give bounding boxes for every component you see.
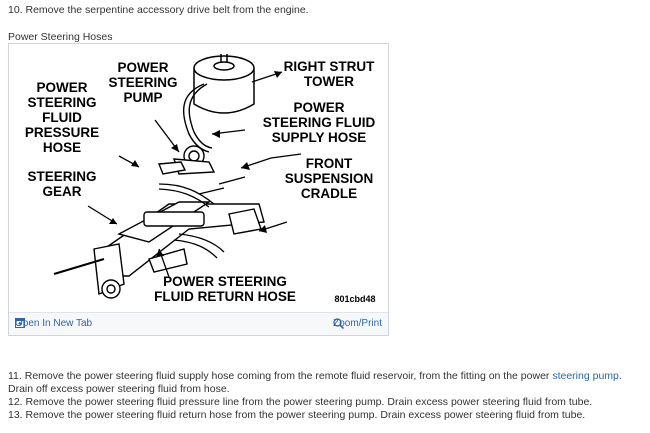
label-front-suspension-cradle: FRONT SUSPENSION CRADLE <box>285 156 374 201</box>
svg-text:SUSPENSION: SUSPENSION <box>285 171 374 186</box>
figure-code: 801cbd48 <box>334 294 375 304</box>
figure-toolbar: Open In New Tab Zoom/Print <box>9 312 388 335</box>
label-pressure-hose: POWER STEERING FLUID PRESSURE HOSE <box>25 80 99 155</box>
magnifier-icon <box>333 318 345 329</box>
pump-drawing <box>158 145 216 175</box>
label-steering-gear: STEERING GEAR <box>27 169 96 199</box>
step-10-text: 10. Remove the serpentine accessory driv… <box>8 4 309 16</box>
open-tab-icon <box>15 318 25 328</box>
label-power-steering-pump: POWER STEERING PUMP <box>108 60 177 105</box>
step-12-text: 12. Remove the power steering fluid pres… <box>8 396 593 408</box>
svg-text:CRADLE: CRADLE <box>301 186 357 201</box>
svg-text:PUMP: PUMP <box>123 90 162 105</box>
step-11-text: 11. Remove the power steering fluid supp… <box>8 370 622 395</box>
steering-gear-drawing <box>53 176 265 299</box>
svg-text:GEAR: GEAR <box>42 184 81 199</box>
power-steering-diagram: POWER STEERING PUMP POWER STEERING FLUID… <box>25 54 376 304</box>
section-title: Power Steering Hoses <box>8 31 113 43</box>
svg-text:FLUID RETURN HOSE: FLUID RETURN HOSE <box>154 289 296 304</box>
svg-text:STEERING: STEERING <box>27 169 96 184</box>
svg-text:POWER STEERING: POWER STEERING <box>163 274 287 289</box>
leader-arrowheads <box>109 71 282 257</box>
svg-text:POWER: POWER <box>117 60 168 75</box>
open-new-tab-button[interactable]: Open In New Tab <box>15 318 92 329</box>
svg-text:FRONT: FRONT <box>306 156 353 171</box>
hose-lines-drawing <box>158 183 225 259</box>
label-supply-hose: POWER STEERING FLUID SUPPLY HOSE <box>263 100 376 145</box>
zoom-print-label: Zoom/Print <box>333 318 382 329</box>
svg-text:STEERING: STEERING <box>27 95 96 110</box>
svg-text:PRESSURE: PRESSURE <box>25 125 99 140</box>
svg-text:SUPPLY HOSE: SUPPLY HOSE <box>272 130 367 145</box>
svg-text:FLUID: FLUID <box>42 110 82 125</box>
svg-text:RIGHT STRUT: RIGHT STRUT <box>284 59 375 74</box>
strut-tower-drawing <box>193 54 255 114</box>
steering-pump-link[interactable]: steering pump <box>552 370 619 382</box>
zoom-print-button[interactable]: Zoom/Print <box>333 318 382 329</box>
svg-text:TOWER: TOWER <box>304 74 354 89</box>
svg-text:STEERING: STEERING <box>108 75 177 90</box>
label-right-strut-tower: RIGHT STRUT TOWER <box>284 59 375 89</box>
label-return-hose: POWER STEERING FLUID RETURN HOSE <box>154 274 296 304</box>
figure-container: POWER STEERING PUMP POWER STEERING FLUID… <box>8 43 389 336</box>
open-new-tab-label: Open In New Tab <box>15 318 93 329</box>
instruction-steps: 11. Remove the power steering fluid supp… <box>8 370 644 422</box>
svg-text:POWER: POWER <box>293 100 344 115</box>
svg-text:HOSE: HOSE <box>43 140 81 155</box>
svg-text:STEERING FLUID: STEERING FLUID <box>263 115 376 130</box>
svg-text:POWER: POWER <box>36 80 87 95</box>
step-13-text: 13. Remove the power steering fluid retu… <box>8 409 586 421</box>
